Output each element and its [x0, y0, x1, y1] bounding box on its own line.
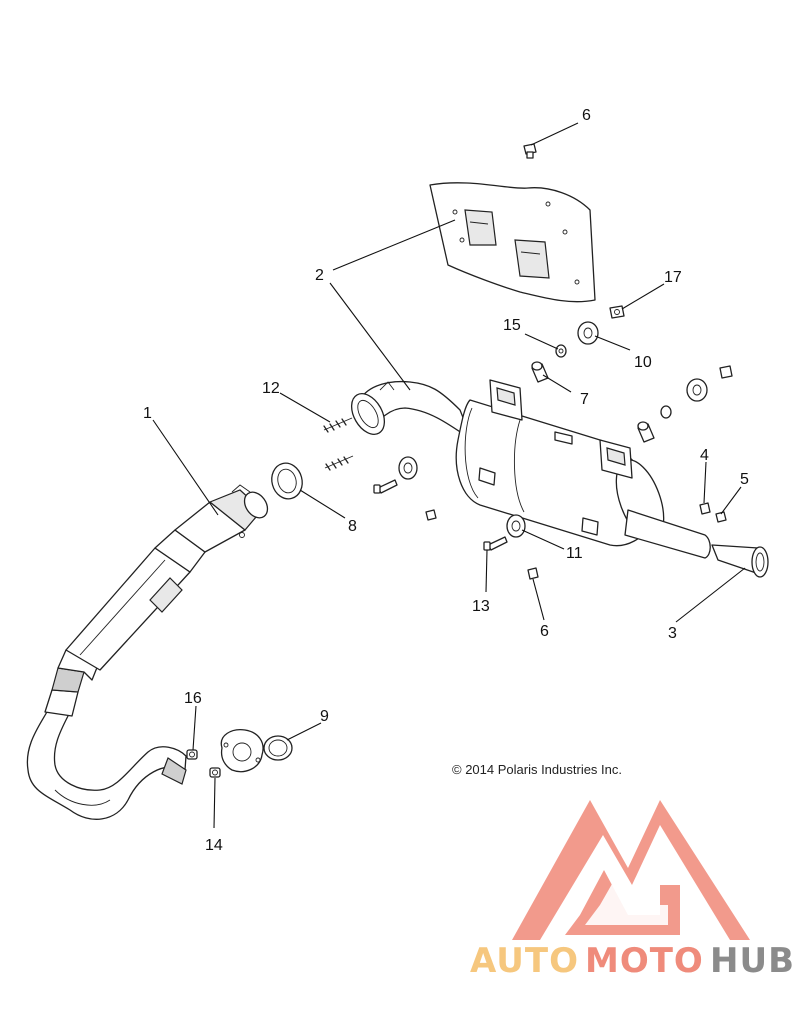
part-3-spark-arrestor	[711, 544, 769, 578]
callout-3: 3	[668, 625, 677, 642]
callout-16: 16	[184, 690, 202, 707]
part-left-bolt-grommet	[373, 456, 437, 521]
callout-10: 10	[634, 354, 652, 371]
part-13-bolt	[483, 536, 508, 551]
watermark-triangle-mark	[512, 800, 750, 940]
part-14-nut	[209, 767, 221, 778]
callout-labels: 1 2 3 4 5 6 6 7 8 9 10 11 12 13 14 15 16…	[143, 107, 749, 854]
watermark-moto: MOTO	[585, 941, 704, 981]
part-1-header-pipe	[26, 484, 269, 820]
part-flange	[220, 729, 264, 773]
part-10-grommet	[577, 321, 599, 345]
callout-6-bottom: 6	[540, 623, 549, 640]
part-16-nut	[186, 749, 198, 760]
callout-11: 11	[566, 545, 583, 562]
part-2-muffler	[350, 379, 711, 559]
callout-7: 7	[580, 391, 589, 408]
callout-13: 13	[472, 598, 490, 615]
callout-14: 14	[205, 837, 223, 854]
part-11-grommet	[506, 514, 526, 538]
part-17-bolt	[609, 305, 625, 319]
leader-lines	[152, 122, 746, 829]
callout-5: 5	[740, 471, 749, 488]
part-15-washer	[555, 344, 567, 358]
watermark-auto: AUTO	[470, 941, 579, 981]
part-4-bolt	[699, 502, 711, 515]
watermark-inner-g	[585, 870, 668, 925]
callout-1: 1	[143, 405, 152, 422]
callout-6-top: 6	[582, 107, 591, 124]
callout-4: 4	[700, 447, 709, 464]
callout-12: 12	[262, 380, 280, 397]
part-right-hardware-set	[637, 365, 733, 443]
callout-17: 17	[664, 269, 682, 286]
watermark-logo: AUTO MOTO HUB	[470, 800, 795, 981]
part-2-heat-shield	[429, 182, 596, 303]
callout-9: 9	[320, 708, 329, 725]
callout-2: 2	[315, 267, 324, 284]
watermark-hub: HUB	[710, 941, 795, 981]
callout-15: 15	[503, 317, 521, 334]
callout-8: 8	[348, 518, 357, 535]
copyright-notice: © 2014 Polaris Industries Inc.	[452, 762, 622, 777]
part-7-bushing	[531, 361, 549, 383]
part-6-bolt-top	[523, 143, 537, 159]
part-12-springs	[323, 417, 354, 471]
part-9-gasket-ring	[263, 735, 293, 761]
part-8-gasket	[271, 462, 303, 500]
part-6-bolt-bottom	[527, 567, 539, 580]
